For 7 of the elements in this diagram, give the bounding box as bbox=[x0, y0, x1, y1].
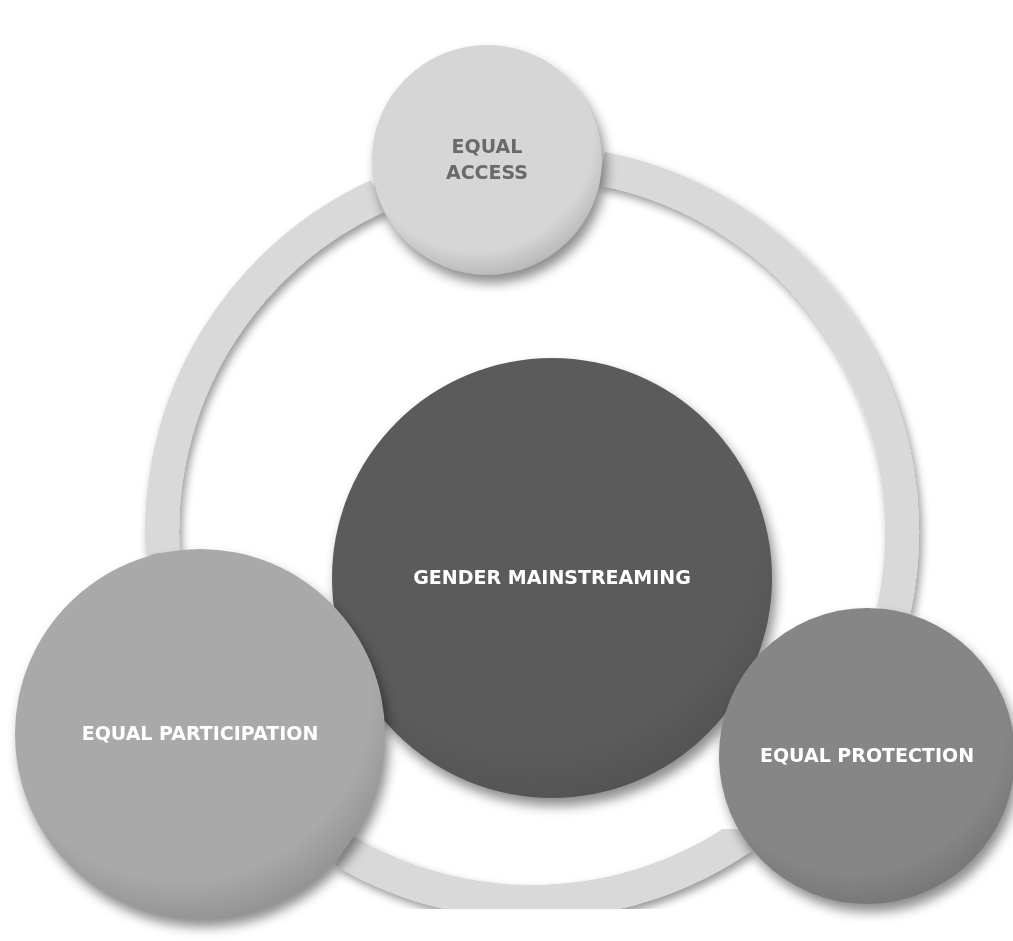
ring-connector bbox=[336, 821, 752, 919]
node-label: EQUAL ACCESS bbox=[444, 134, 530, 185]
node-label: GENDER MAINSTREAMING bbox=[413, 565, 691, 591]
ring-connector bbox=[597, 152, 919, 613]
node-label: EQUAL PROTECTION bbox=[759, 743, 975, 769]
node-label: EQUAL PARTICIPATION bbox=[81, 721, 319, 747]
ring-connector bbox=[145, 180, 386, 553]
